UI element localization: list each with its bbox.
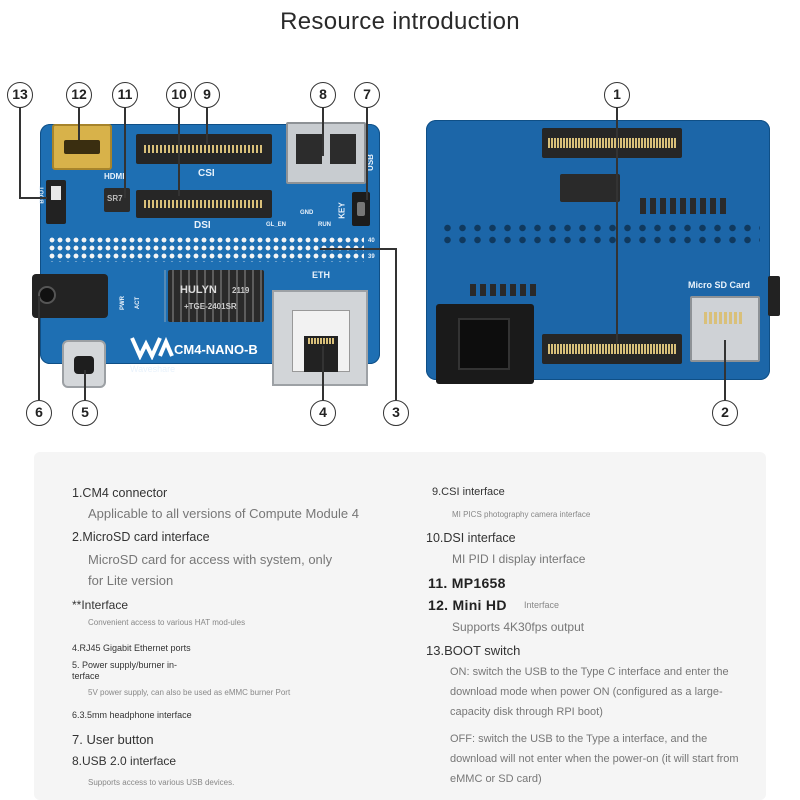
desc-7-heading: 7. User button (72, 732, 154, 747)
description-panel (34, 452, 766, 800)
desc-9-heading: 9.CSI interface (432, 486, 505, 498)
desc-6-heading: 6.3.5mm headphone interface (72, 710, 192, 720)
callout-13: 13 (7, 82, 33, 108)
mp1658-chip: SR7 (104, 188, 130, 212)
desc-2-heading: 2.MicroSD card interface (72, 530, 210, 544)
desc-13-on: ON: switch the USB to the Type C interfa… (450, 666, 729, 718)
callout-7: 7 (354, 82, 380, 108)
desc-10-detail: MI PID I display interface (452, 552, 586, 566)
dsi-connector (136, 190, 272, 218)
gpio-header (48, 236, 364, 262)
desc-8-heading: 8.USB 2.0 interface (72, 754, 177, 768)
dsi-label: DSI (194, 220, 211, 231)
desc-13-off: OFF: switch the USB to the Type a interf… (450, 733, 739, 785)
desc-5-detail: 5V power supply, can also be used as eMM… (88, 688, 291, 697)
callout-8: 8 (310, 82, 336, 108)
desc-1-detail: Applicable to all versions of Compute Mo… (88, 506, 359, 521)
ethernet-port (272, 290, 368, 386)
desc-8-detail: Supports access to various USB devices. (88, 778, 235, 787)
boot-label: BOOT (39, 186, 46, 204)
desc-11-heading: 11. MP1658 (428, 575, 506, 591)
desc-3-heading: **Interface (72, 598, 129, 612)
callout-12: 12 (66, 82, 92, 108)
desc-12-suffix: Interface (524, 600, 560, 610)
cm4-connector-top (542, 128, 682, 158)
micro-sd-label: Micro SD Card (688, 280, 751, 290)
ethernet-transformer: HULYN 2119 +TGE-2401SR (164, 270, 268, 322)
key-label: KEY (337, 202, 347, 219)
callout-2: 2 (712, 400, 738, 426)
waveshare-logo (130, 334, 174, 361)
desc-10-heading: 10.DSI interface (426, 531, 516, 545)
callout-11: 11 (112, 82, 138, 108)
callout-9: 9 (194, 82, 220, 108)
desc-12-detail: Supports 4K30fps output (452, 620, 585, 634)
desc-12-heading: 12. Mini HD (428, 597, 507, 613)
desc-13-heading: 13.BOOT switch (426, 643, 521, 658)
desc-5-heading: 5. Power supply/burner in-terface (72, 660, 178, 681)
callout-3: 3 (383, 400, 409, 426)
callout-10: 10 (166, 82, 192, 108)
eth-label: ETH (312, 270, 330, 280)
board-name: CM4-NANO-B (174, 342, 258, 357)
callout-6: 6 (26, 400, 52, 426)
callout-4: 4 (310, 400, 336, 426)
user-key (352, 192, 370, 226)
usb-port (286, 122, 366, 184)
boot-switch (46, 180, 66, 224)
rj45-back (436, 304, 534, 384)
desc-3-detail: Convenient access to various HAT mod-ule… (88, 618, 246, 627)
hdmi-label: HDMI (104, 172, 125, 181)
csi-connector (136, 134, 272, 164)
desc-9-detail: MI PICS photography camera interface (452, 510, 591, 519)
callout-1: 1 (604, 82, 630, 108)
desc-4-heading: 4.RJ45 Gigabit Ethernet ports (72, 643, 191, 653)
hdmi-port (52, 124, 112, 170)
csi-label: CSI (198, 168, 215, 179)
back-pin-holes (440, 222, 760, 248)
audio-jack (32, 274, 108, 318)
desc-2-detail-2: for Lite version (88, 573, 174, 588)
cm4-connector-bottom (542, 334, 682, 364)
desc-1-heading: 1.CM4 connector (72, 486, 168, 500)
brand-label: Waveshare (130, 364, 176, 374)
desc-2-detail: MicroSD card for access with system, onl… (88, 552, 333, 567)
callout-5: 5 (72, 400, 98, 426)
page-title: Resource introduction (280, 8, 520, 35)
